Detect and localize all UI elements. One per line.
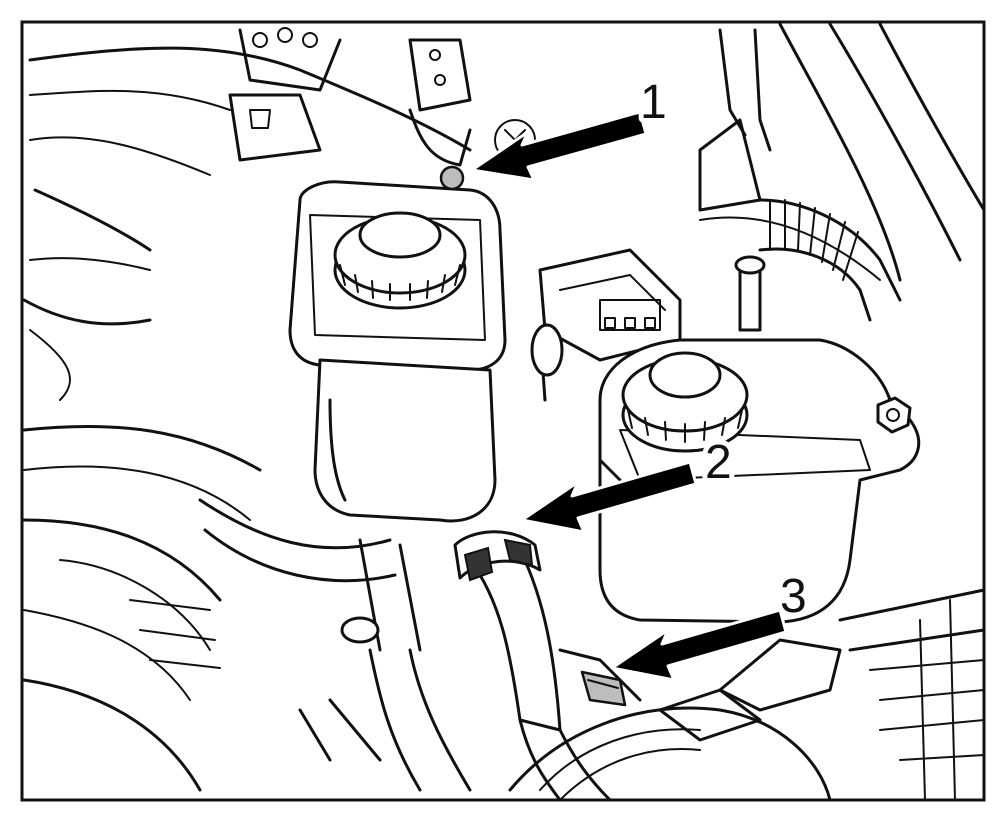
hose-clamp-icon bbox=[558, 648, 642, 707]
relay-module bbox=[530, 248, 766, 402]
callout-1: 1 bbox=[470, 71, 672, 182]
callout-2-label: 2 bbox=[705, 436, 732, 489]
brake-fluid-reservoir bbox=[288, 180, 507, 523]
arrow-pointer-icon bbox=[470, 110, 648, 182]
arrow-pointer-icon bbox=[610, 608, 788, 682]
callout-3: 3 bbox=[610, 565, 812, 682]
callout-3-label: 3 bbox=[780, 570, 807, 623]
reservoir-outlet-hose bbox=[453, 530, 612, 802]
hose-clamp-icon bbox=[453, 530, 542, 582]
reservoir-cap-icon bbox=[621, 351, 749, 453]
arrow-pointer-icon bbox=[520, 460, 698, 534]
reservoir-cap-icon bbox=[333, 211, 467, 310]
coolant-reservoir bbox=[598, 338, 921, 624]
callout-1-label: 1 bbox=[640, 76, 667, 129]
callout-2: 2 bbox=[520, 431, 737, 534]
